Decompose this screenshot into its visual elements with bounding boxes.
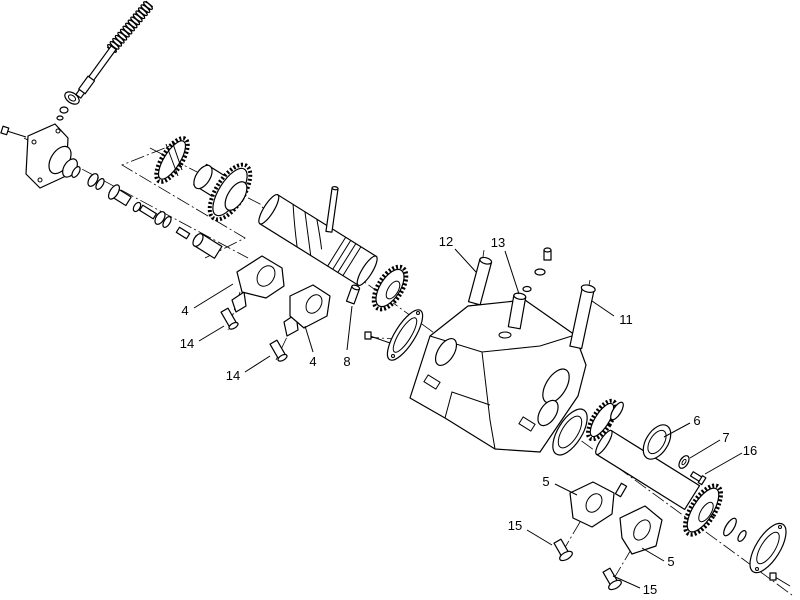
pin-13-small-parts [522,247,552,293]
leader-line-6 [663,422,691,438]
leader-line-5-upper [554,483,578,496]
bolt-15-lower [602,567,622,591]
rod-fittings [56,91,80,121]
callout-15-lower: 15 [643,582,657,597]
callout-12: 12 [439,234,453,249]
callout-5-upper: 5 [542,474,549,489]
leader-line-4-upper [193,283,234,309]
callout-4-lower: 4 [309,354,316,369]
right-end-cap-bolt [769,572,791,587]
pin-14-lower [269,339,288,362]
callout-4-upper: 4 [181,303,188,318]
control-rod [75,45,117,99]
leader-line-12 [454,248,477,273]
callout-labels: 12 13 11 4 14 8 4 14 6 7 16 5 15 5 15 [180,234,757,597]
callout-6: 6 [693,413,700,428]
input-gear-small [154,136,190,184]
leader-line-14-lower [244,355,271,373]
leader-line-5-lower [641,547,665,562]
output-gear [683,483,723,537]
leader-line-4-lower [304,325,314,353]
end-cap-bolt [0,125,27,138]
front-flange [386,309,424,361]
leader-line-13 [504,250,520,295]
output-shaft [595,429,701,511]
leader-line-14-upper [198,325,225,342]
leader-line-16 [704,452,743,475]
output-disc-1 [552,408,588,456]
transmission-housing [409,299,587,453]
callout-16: 16 [743,443,757,458]
shift-fork-5-lower [619,505,663,555]
long-pin-11 [569,284,596,350]
collar-6 [642,424,672,460]
helical-shift-shaft [258,194,378,286]
dowel-pin-12 [467,256,493,306]
input-gear-large [193,162,253,222]
callout-5-lower: 5 [667,554,674,569]
leader-line-11 [591,300,615,317]
flange-bolt [364,331,391,344]
shaft-pin [325,186,339,233]
left-end-cap [25,123,78,189]
leader-line-15-upper [526,529,553,546]
callout-7: 7 [722,430,729,445]
fork-5-pin [614,482,628,498]
leader-line-15-lower [612,575,641,589]
leader-line-7 [689,439,721,459]
dowel-pin-13 [507,292,527,330]
pin-8 [345,284,361,305]
leader-line-8 [346,305,353,351]
bolt-15-upper [553,538,573,562]
callout-8: 8 [343,354,350,369]
shaft-gear [371,264,409,312]
callout-13: 13 [491,235,505,250]
callout-14-lower: 14 [226,368,240,383]
pin-14-upper [220,307,239,330]
valve-spool-parts [71,166,223,259]
output-washers [723,517,747,542]
leader-lines [193,248,743,589]
screw-16 [689,471,707,486]
washer-7 [678,455,690,469]
callout-11: 11 [619,312,633,327]
shift-fork-4-lower [283,284,331,337]
right-end-cap [749,522,787,574]
spring [107,0,153,54]
shift-fork-4-upper [231,255,285,313]
shift-fork-5-upper [569,481,615,528]
callout-15-upper: 15 [508,518,522,533]
callout-14-upper: 14 [180,336,194,351]
output-disc-2 [586,398,624,442]
